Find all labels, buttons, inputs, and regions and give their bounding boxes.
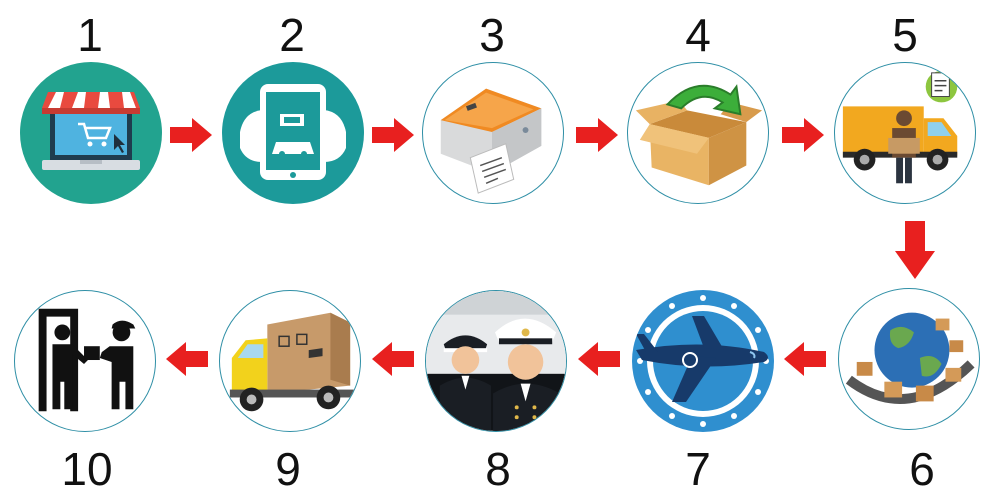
step-number-10: 10 <box>47 446 127 492</box>
label-printer-icon <box>422 62 564 204</box>
arrow-right-2 <box>372 118 414 152</box>
step-number-8: 8 <box>458 446 538 492</box>
arrow-down <box>895 221 935 279</box>
tablet-payment-icon <box>222 62 364 204</box>
packing-box-icon <box>627 62 769 204</box>
arrow-left-2 <box>578 342 620 376</box>
delivery-truck-icon <box>219 290 361 432</box>
arrow-right-4 <box>782 118 824 152</box>
global-shipping-icon <box>838 288 980 430</box>
arrow-right-3 <box>576 118 618 152</box>
door-delivery-icon <box>14 290 156 432</box>
airplane-icon <box>632 290 774 432</box>
arrow-right-1 <box>170 118 212 152</box>
customs-officers-icon <box>425 290 567 432</box>
arrow-left-4 <box>166 342 208 376</box>
step-number-6: 6 <box>882 446 962 492</box>
step-number-4: 4 <box>658 12 738 58</box>
step-number-1: 1 <box>50 12 130 58</box>
step-number-7: 7 <box>658 446 738 492</box>
step-number-9: 9 <box>248 446 328 492</box>
step-number-5: 5 <box>865 12 945 58</box>
step-number-3: 3 <box>452 12 532 58</box>
step-number-2: 2 <box>252 12 332 58</box>
courier-van-icon <box>834 62 976 204</box>
online-store-laptop-icon <box>20 62 162 204</box>
arrow-left-3 <box>372 342 414 376</box>
arrow-left-1 <box>784 342 826 376</box>
